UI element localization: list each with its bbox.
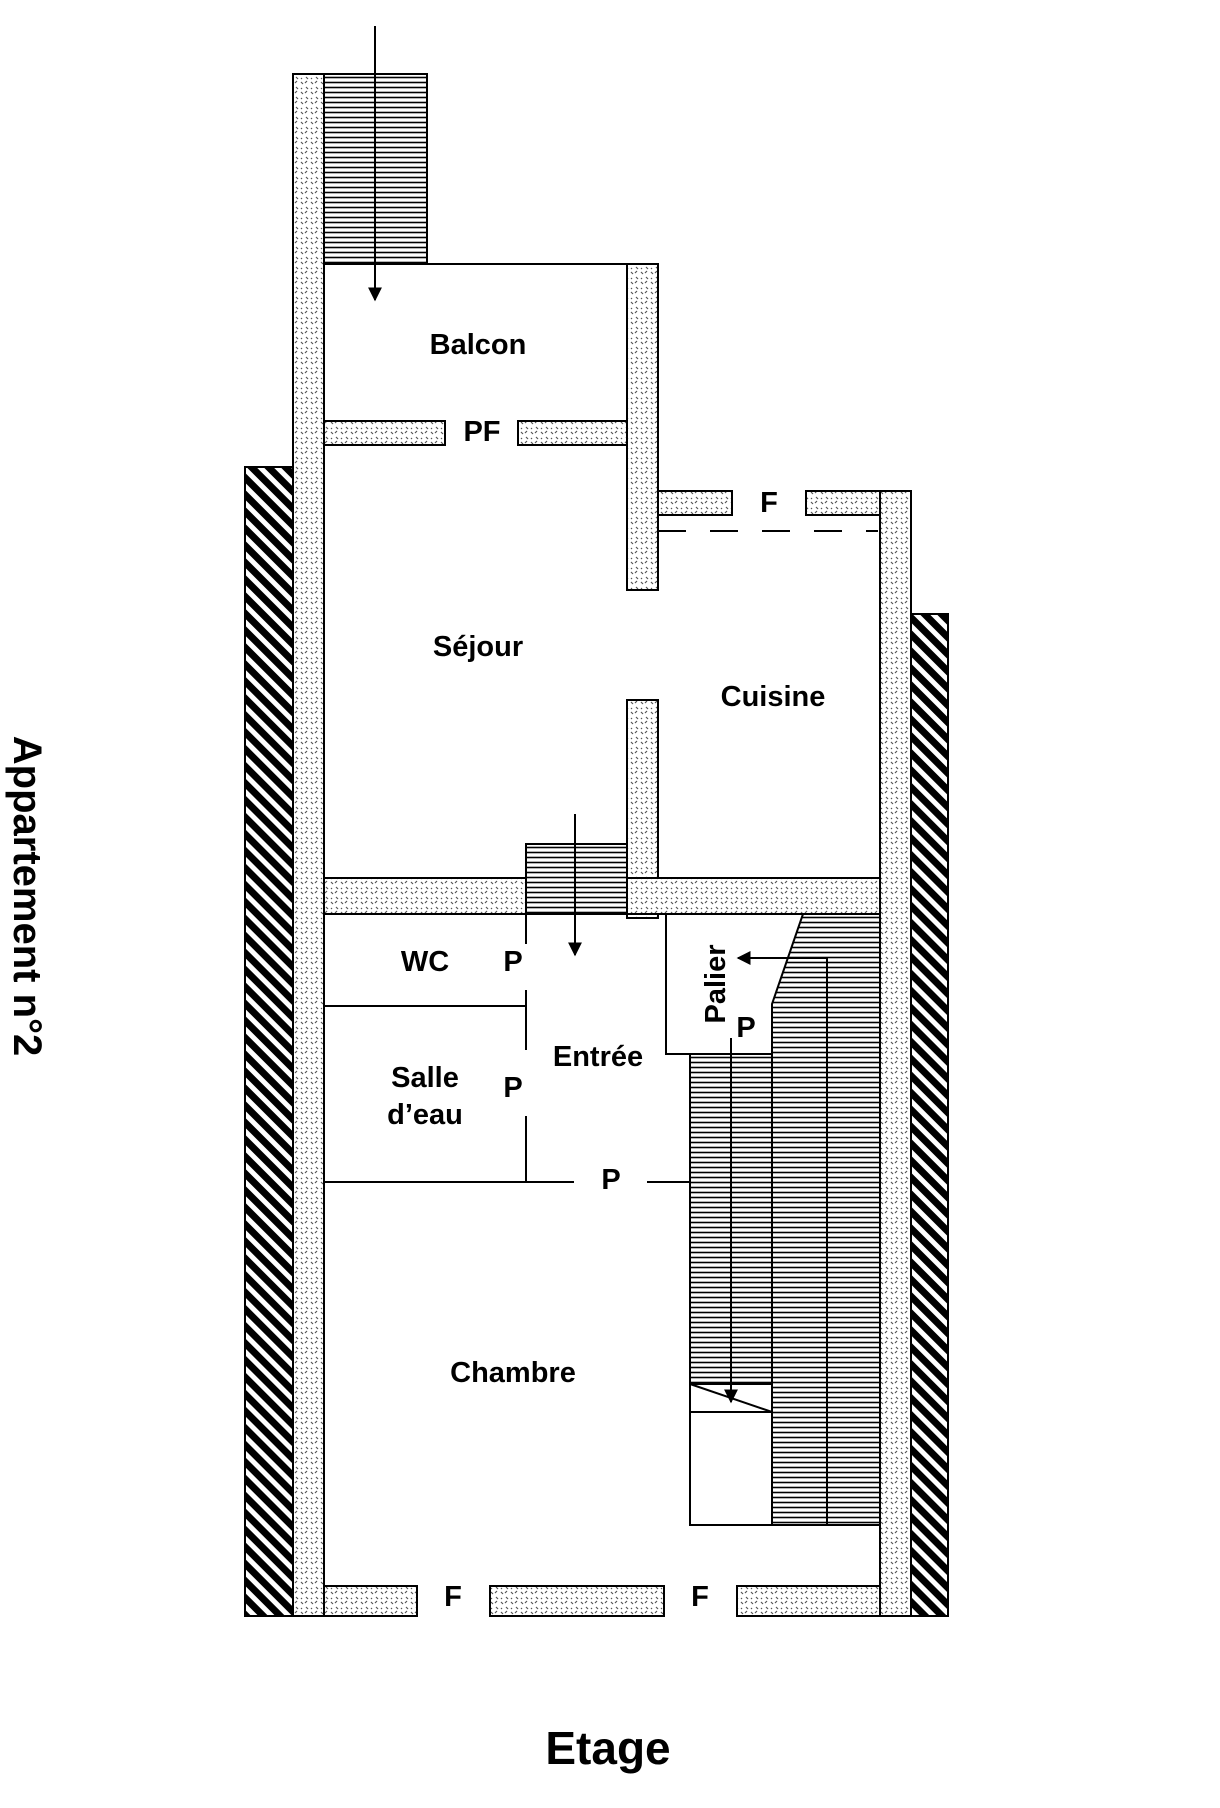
entree-step xyxy=(525,843,628,915)
neighbour-wall-left xyxy=(244,466,294,1617)
room-balcon: Balcon xyxy=(430,329,527,361)
room-cuisine: Cuisine xyxy=(721,681,826,713)
opening-chambre-window-left: F xyxy=(444,1581,462,1613)
wall-right xyxy=(879,490,912,1617)
room-palier: Palier xyxy=(700,945,732,1024)
plan-side-title: Appartement n°2 xyxy=(5,736,49,1057)
wall-middle-left xyxy=(323,877,527,915)
wall-cuisine-top-right xyxy=(805,490,881,516)
wall-middle-right xyxy=(626,877,881,915)
opening-balcon-door: PF xyxy=(463,416,500,448)
opening-cuisine-window: F xyxy=(760,487,778,519)
neighbour-wall-right xyxy=(910,613,949,1617)
opening-wc-door: P xyxy=(503,946,522,978)
opening-chambre-window-right: F xyxy=(691,1581,709,1613)
wall-balcony-right xyxy=(626,263,659,591)
room-salle-line1: Salle xyxy=(391,1062,459,1094)
wall-bottom-left xyxy=(323,1585,418,1617)
opening-palier-door: P xyxy=(736,1012,755,1044)
wall-balcony-door-left xyxy=(323,420,446,446)
room-entree: Entrée xyxy=(553,1041,643,1073)
wall-left xyxy=(292,73,325,1617)
opening-chambre-door: P xyxy=(601,1164,620,1196)
room-wc: WC xyxy=(401,946,449,978)
room-sejour: Séjour xyxy=(433,631,523,663)
room-salle-line2: d’eau xyxy=(387,1099,463,1131)
room-chambre: Chambre xyxy=(450,1357,576,1389)
wall-balcony-door-right xyxy=(517,420,628,446)
opening-salle-door: P xyxy=(503,1072,522,1104)
stairs-landing-box xyxy=(689,1411,773,1526)
wall-bottom-middle xyxy=(489,1585,665,1617)
wall-cuisine-top-left xyxy=(657,490,733,516)
plan-title: Etage xyxy=(545,1722,670,1774)
